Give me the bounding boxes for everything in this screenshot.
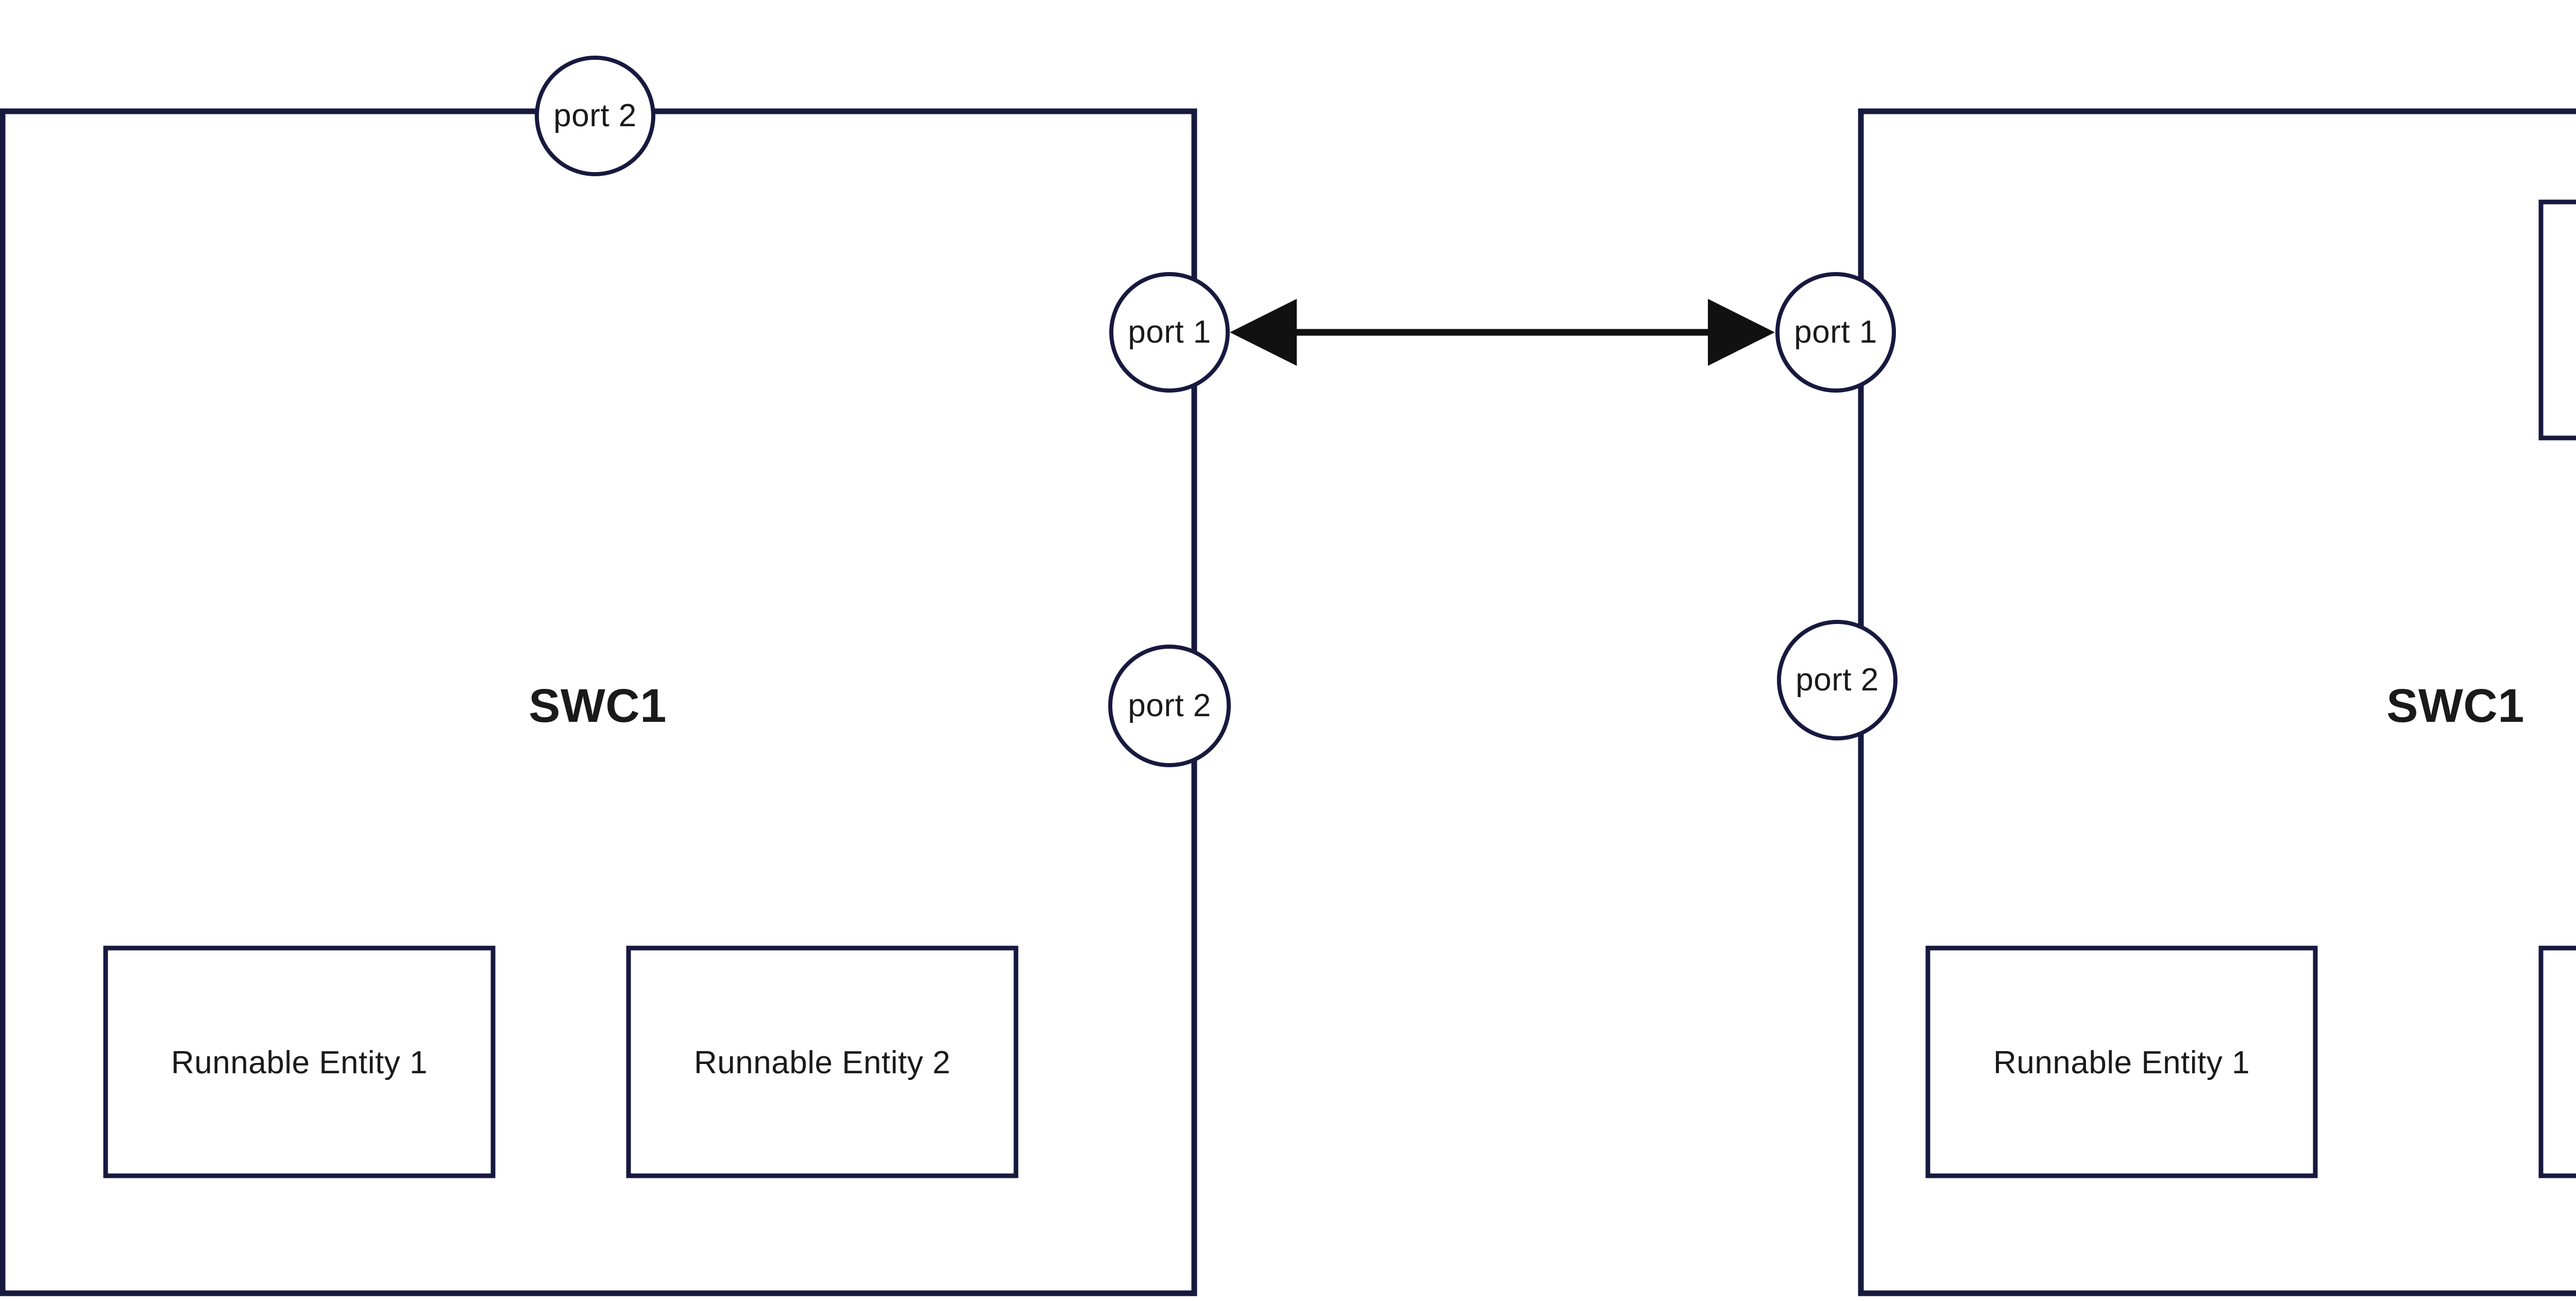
- right-port-2-label: port 2: [1795, 662, 1879, 698]
- left-port-1-circle[interactable]: [1109, 272, 1230, 393]
- right-port-1-circle[interactable]: [1775, 272, 1896, 393]
- right-runnable-entity-2-box[interactable]: [2538, 945, 2576, 1178]
- left-port-2-top-circle[interactable]: [535, 56, 655, 176]
- right-port-1-label: port 1: [1794, 314, 1877, 350]
- left-runnable-entity-2-label: Runnable Entity 2: [694, 1045, 951, 1080]
- left-runnable-entity-1-box[interactable]: [103, 945, 496, 1178]
- left-port-1-label: port 1: [1128, 314, 1211, 350]
- left-port-2-side-label: port 2: [1128, 688, 1211, 723]
- right-runnable-entity-1-label: Runnable Entity 1: [1993, 1045, 2250, 1080]
- left-port-2-top-label: port 2: [553, 98, 637, 133]
- left-port-2-side-circle[interactable]: [1108, 645, 1231, 767]
- swc-left-title: SWC1: [529, 680, 667, 732]
- right-runnable-entity-1-box[interactable]: [1925, 945, 2318, 1178]
- left-runnable-entity-1-label: Runnable Entity 1: [171, 1045, 428, 1080]
- left-runnable-entity-2-box[interactable]: [626, 945, 1019, 1178]
- right-port-2-circle[interactable]: [1777, 620, 1897, 740]
- swc-right-title: SWC1: [2386, 680, 2524, 732]
- right-runnable-entity-3-box[interactable]: [2538, 199, 2576, 441]
